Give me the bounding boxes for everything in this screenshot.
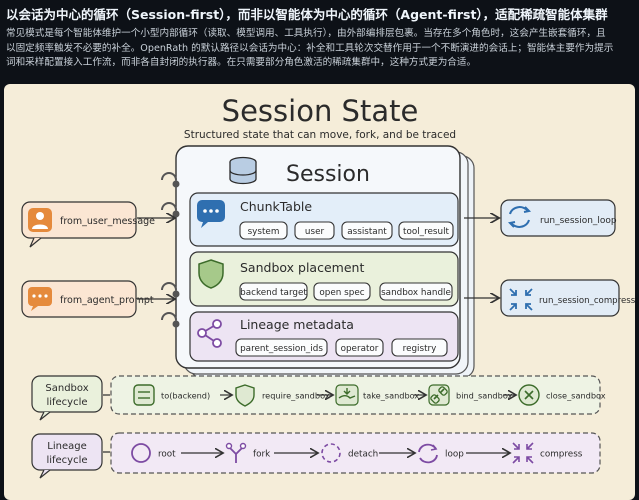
lifecycle-step-label: loop (445, 450, 464, 460)
lifecycle-step-label: bind_sandbox (456, 391, 513, 401)
section-tag: tool_result (398, 221, 454, 240)
output-label: run_session_loop (540, 216, 617, 226)
root-icon (131, 443, 151, 463)
paragraph-line: 词和采样配置接入工作流，而非各自封闭的执行器。在只需要部分角色激活的稀疏集群中，… (6, 57, 477, 69)
lifecycle-step-label: take_sandbox (363, 391, 419, 401)
section-tag: sandbox handle (379, 282, 453, 301)
section-tag: parent_session_ids (235, 338, 328, 357)
output-label: run_session_compress (539, 296, 635, 306)
lineage-lifecycle-label: Lineage lifecycle (31, 433, 103, 479)
section-tag: assistant (341, 221, 393, 240)
share-icon (197, 319, 222, 348)
loop-icon (418, 443, 438, 464)
lifecycle-step-label: fork (253, 450, 271, 460)
database-icon (229, 156, 257, 185)
link-icon (428, 384, 450, 406)
session-label: Session (286, 162, 370, 187)
input-from-user-message: from_user_message (21, 201, 155, 248)
section-tag: open spec (313, 282, 371, 301)
compress-icon (512, 442, 534, 464)
svg-text:tool_result: tool_result (403, 227, 449, 237)
sandbox-title: Sandbox placement (240, 260, 364, 275)
svg-text:user: user (305, 227, 325, 237)
close-icon (518, 384, 540, 406)
header-paragraph: 常见模式是每个智能体维护一个小型内部循环（读取、模型调用、工具执行），由外部编排… (6, 27, 634, 71)
lineage-section: Lineage metadata parent_session_ids opera… (189, 311, 459, 362)
person-icon (28, 208, 52, 232)
sandbox-lifecycle-label: Sandbox lifecycle (31, 375, 103, 421)
chat-icon (28, 287, 52, 311)
svg-text:open spec: open spec (319, 288, 364, 298)
header: 以会话为中心的循环（Session-first），而非以智能体为中心的循环（Ag… (0, 0, 639, 84)
lifecycle-step-label: to(backend) (161, 391, 210, 401)
input-label: from_agent_prompt (60, 295, 154, 306)
section-tag: system (239, 221, 288, 240)
svg-text:sandbox handle: sandbox handle (381, 288, 451, 298)
svg-text:backend target: backend target (240, 288, 307, 298)
section-tag: operator (335, 338, 384, 357)
chat-icon (197, 200, 225, 228)
svg-text:registry: registry (403, 344, 437, 354)
svg-text:system: system (248, 227, 280, 237)
compress-icon (509, 288, 533, 311)
fork-icon (225, 442, 247, 463)
chunktable-section: ChunkTable system user assistant tool_resul… (189, 192, 459, 247)
section-tag: registry (391, 338, 448, 357)
lifecycle-step-label: detach (348, 450, 378, 460)
input-label: from_user_message (60, 216, 155, 227)
diagram-subtitle: Structured state that can move, fork, an… (184, 129, 456, 141)
lifecycle-step-label: require_sandbox (262, 391, 330, 401)
server-icon (133, 384, 155, 406)
lifecycle-step-label: compress (540, 450, 583, 460)
session-state-diagram: Session State Structured state that can … (4, 84, 635, 500)
input-from-agent-prompt: from_agent_prompt (21, 280, 154, 318)
shield-icon (198, 259, 224, 289)
section-tag: user (294, 221, 335, 240)
hand-icon (335, 384, 359, 406)
lifecycle-label-line: lifecycle (46, 397, 87, 408)
svg-text:parent_session_ids: parent_session_ids (240, 344, 323, 354)
loop-icon (507, 206, 532, 228)
chunktable-title: ChunkTable (240, 199, 312, 214)
output-run-session-loop: run_session_loop (500, 199, 617, 237)
lifecycle-label-line: Lineage (47, 441, 86, 452)
svg-text:operator: operator (341, 344, 379, 354)
lineage-title: Lineage metadata (240, 317, 354, 332)
lifecycle-label-line: lifecycle (46, 455, 87, 466)
shield-icon (235, 384, 255, 407)
lifecycle-step-label: root (158, 450, 176, 460)
diagram-title: Session State (222, 94, 419, 128)
sandbox-section: Sandbox placement backend target open spe… (189, 251, 459, 307)
lifecycle-label-line: Sandbox (45, 383, 88, 394)
detach-icon (321, 443, 341, 463)
svg-text:assistant: assistant (347, 227, 387, 237)
lifecycle-step-label: close_sandbox (546, 391, 606, 401)
header-title: 以会话为中心的循环（Session-first），而非以智能体为中心的循环（Ag… (6, 7, 608, 22)
paragraph-line: 常见模式是每个智能体维护一个小型内部循环（读取、模型调用、工具执行），由外部编排… (6, 28, 606, 39)
section-tag: backend target (239, 282, 308, 301)
paragraph-line: 以固定频率触发不必要的补全。OpenRath 的默认路径以会话为中心：补全和工具… (6, 42, 614, 54)
output-run-session-compress: run_session_compress (500, 279, 635, 317)
